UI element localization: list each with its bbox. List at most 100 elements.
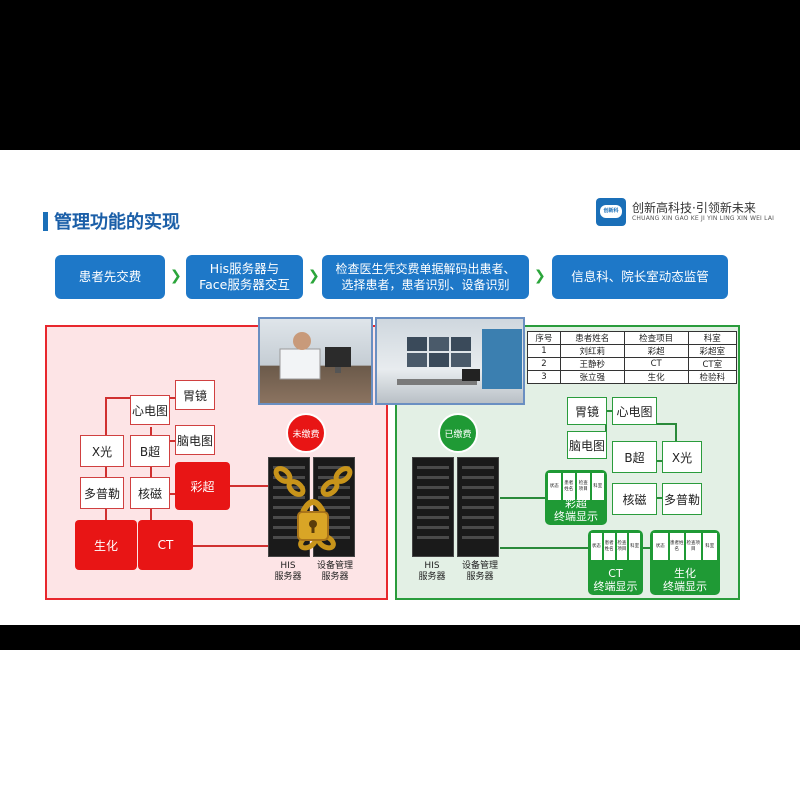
node-b-ultrasound: B超 [612,441,657,473]
connector-line [655,460,665,462]
his-server-rack-icon [412,457,454,557]
chevron-right-icon: ❯ [308,268,320,284]
connector-line [193,545,268,547]
his-server-caption: HIS 服务器 [410,561,454,583]
terminal-label-line1: 彩超 [565,497,587,510]
step-doctor-decode: 检查医生凭交费单据解码出患者、 选择患者，患者识别、设备识别 [322,255,529,299]
caption-line2: 服务器 [466,572,494,582]
node-xray: X光 [662,441,702,473]
device-server-rack-icon [457,457,499,557]
table-row: 2 王静秒 CT CT室 [527,357,738,371]
node-biochemistry: 生化 [75,520,137,570]
connector-line [605,410,607,440]
connector-line [500,497,545,499]
column-header: 科室 [687,331,738,345]
terminal-cell: 科室 [629,533,640,560]
terminal-cell: 状态 [653,533,668,560]
terminal-cell: 患者姓名 [562,473,575,500]
doctor-photo [258,317,373,405]
patient-table: 序号 患者姓名 检查项目 科室 1 刘红莉 彩超 彩超室 2 王静秒 CT CT… [527,331,738,384]
title-accent-bar [43,212,48,231]
step-label-line2: Face服务器交互 [199,277,290,292]
table-header-row: 序号 患者姓名 检查项目 科室 [527,331,738,345]
company-logo-icon: 创新科 [596,198,626,226]
connector-line [230,485,268,487]
terminal-label-line2: 终端显示 [554,510,598,523]
caption-line1: 设备管理 [461,561,498,571]
terminal-ct: 状态 患者姓名 检查项目 科室 CT 终端显示 [588,530,643,595]
terminal-cell: 检查项目 [686,533,701,560]
terminal-cell: 科室 [702,533,717,560]
connector-line [675,423,677,443]
table-cell: 王静秒 [559,357,625,371]
terminal-label: 生化 终端显示 [650,567,720,593]
step-label-line1: His服务器与 [209,261,280,276]
monitoring-room-photo [375,317,525,405]
node-eeg: 脑电图 [175,425,215,455]
column-header: 检查项目 [623,331,689,345]
table-cell: CT室 [687,357,738,371]
page-title: 管理功能的实现 [54,212,180,233]
connector-line [655,423,675,425]
table-cell: 彩超 [623,344,689,358]
slide: 管理功能的实现 创新科 创新高科技·引领新未来 CHUANG XIN GAO K… [0,175,800,625]
node-ct: CT [138,520,193,570]
node-xray: X光 [80,435,124,467]
caption-line2: 服务器 [418,572,446,582]
step-label-line1: 检查医生凭交费单据解码出患者、 [335,262,516,276]
column-header: 序号 [527,331,561,345]
node-eeg: 脑电图 [567,431,607,459]
table-cell: 彩超室 [687,344,738,358]
top-black-band [0,0,800,150]
step-label-line2: 选择患者，患者识别、设备识别 [341,278,510,292]
caption-line1: HIS [424,561,440,571]
terminal-cell: 科室 [591,473,604,500]
step-label: 信息科、院长室动态监管 [571,269,709,284]
step-prepay: 患者先交费 [55,255,165,299]
table-cell: 张立强 [559,370,625,384]
terminal-biochemistry: 状态 患者姓名 检查项目 科室 生化 终端显示 [650,530,720,595]
node-gastroscope: 胃镜 [175,380,215,410]
step-server-interaction: His服务器与 Face服务器交互 [186,255,303,299]
terminal-label-line1: 生化 [674,567,696,580]
terminal-label-line1: CT [608,567,623,580]
bottom-black-band [0,625,800,650]
table-cell: 生化 [623,370,689,384]
caption-line2: 服务器 [321,572,349,582]
step-label: 患者先交费 [78,269,142,284]
chain-lock-icon [273,466,353,551]
node-ecg: 心电图 [612,397,657,425]
connector-line [640,547,652,549]
node-doppler: 多普勒 [80,477,124,509]
caption-line1: HIS [280,561,296,571]
terminal-cell: 检查项目 [616,533,628,560]
terminal-label: 彩超 终端显示 [545,497,607,523]
bottom-white-area [0,650,800,800]
chevron-right-icon: ❯ [534,268,546,284]
terminal-color-ultrasound: 状态 患者姓名 检查项目 科室 彩超 终端显示 [545,470,607,525]
terminal-label-line2: 终端显示 [663,580,707,593]
chevron-right-icon: ❯ [170,268,182,284]
node-doppler: 多普勒 [662,483,702,515]
terminal-cell: 检查项目 [577,473,590,500]
node-color-ultrasound: 彩超 [175,462,230,510]
table-cell: CT [623,357,689,371]
connector-line [168,397,176,399]
caption-line2: 服务器 [274,572,302,582]
step-monitoring: 信息科、院长室动态监管 [552,255,728,299]
node-ecg: 心电图 [130,395,170,425]
terminal-cell: 患者姓名 [669,533,684,560]
connector-line [655,497,665,499]
unpaid-badge: 未缴费 [286,413,326,453]
connector-line [168,440,176,442]
table-row: 3 张立强 生化 检验科 [527,370,738,384]
caption-line1: 设备管理 [316,561,353,571]
logo-text: 创新科 [600,205,622,218]
table-cell: 3 [527,370,561,384]
slogan-pinyin: CHUANG XIN GAO KE JI YIN LING XIN WEI LA… [632,215,775,222]
device-server-caption: 设备管理 服务器 [455,561,505,583]
node-mri: 核磁 [612,483,657,515]
column-header: 患者姓名 [559,331,625,345]
paid-badge: 已缴费 [438,413,478,453]
table-row: 1 刘红莉 彩超 彩超室 [527,344,738,358]
